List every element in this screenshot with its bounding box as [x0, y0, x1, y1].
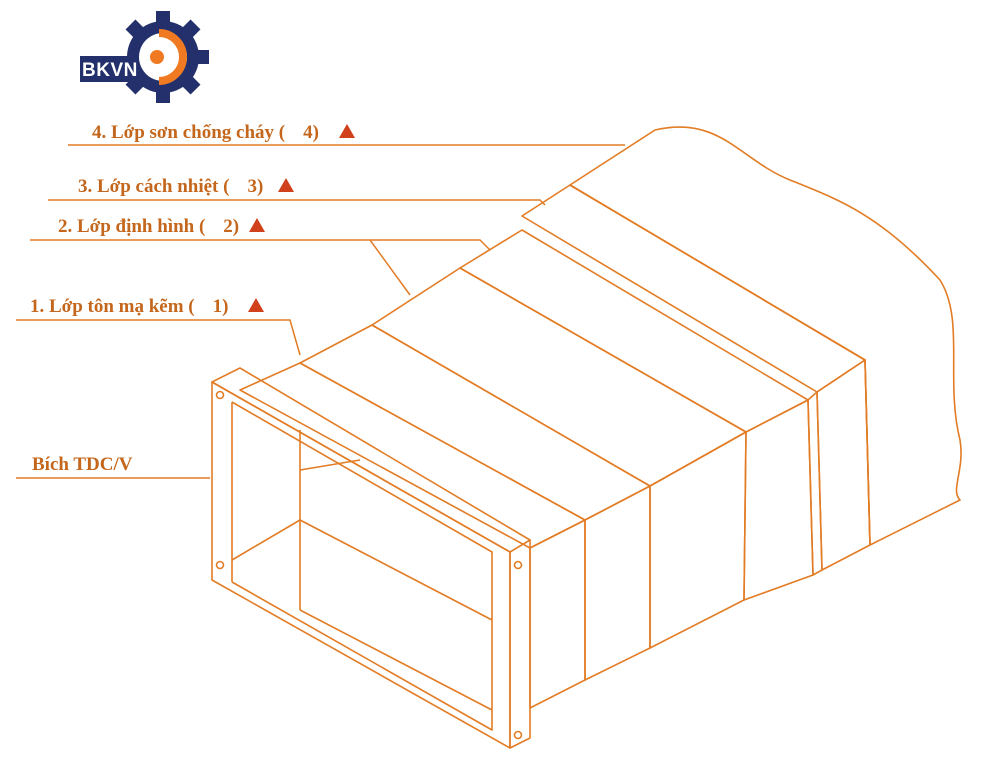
layer3-insulation	[521, 184, 871, 576]
warning-triangle-icon	[249, 218, 265, 232]
label-layer2: 2. Lớp định hình (2)	[58, 216, 239, 237]
label-flange: Bích TDC/V	[32, 454, 133, 475]
tdc-flange	[211, 367, 531, 749]
warning-triangle-icon	[339, 124, 355, 138]
logo-text: BKVN	[82, 60, 138, 81]
layer4-casing	[569, 126, 962, 546]
label-layer1: 1. Lớp tôn mạ kẽm (1)	[30, 296, 228, 317]
label-layer3: 3. Lớp cách nhiệt (3)	[78, 176, 263, 197]
layer1-wrap	[371, 267, 747, 649]
warning-triangle-icon	[278, 178, 294, 192]
leader-lines	[16, 144, 625, 479]
layer2-forming	[459, 229, 814, 601]
galvanized-sheet	[239, 324, 651, 709]
company-logo: BKVN	[80, 11, 209, 103]
label-layer4: 4. Lớp sơn chống cháy (4)	[92, 122, 319, 143]
layer-labels: 4. Lớp sơn chống cháy (4) 3. Lớp cách nh…	[30, 122, 355, 475]
warning-triangle-icon	[248, 298, 264, 312]
